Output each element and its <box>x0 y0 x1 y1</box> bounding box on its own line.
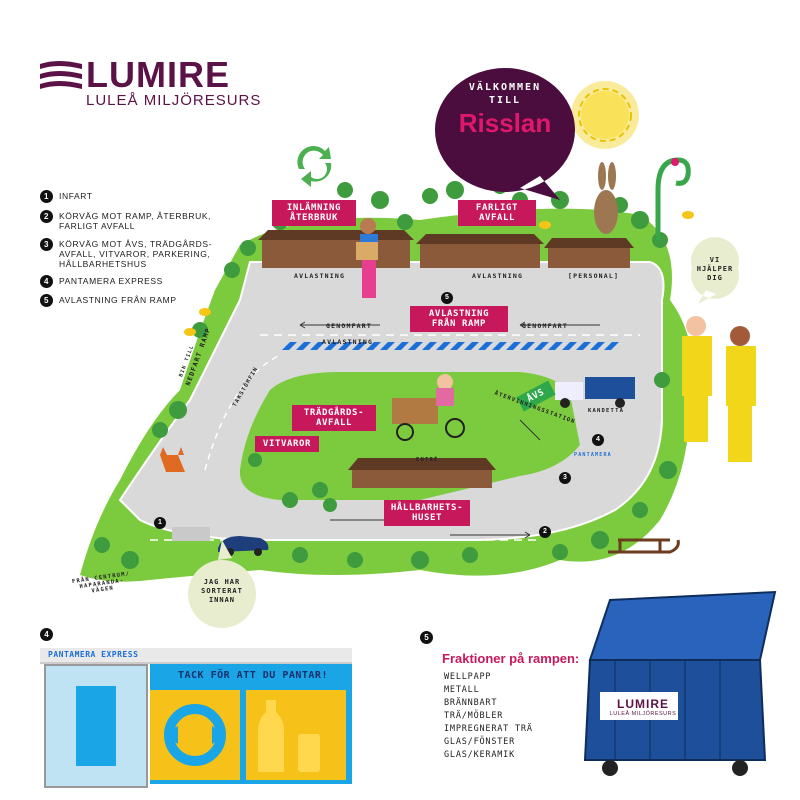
label-kandetta: KANDETTA <box>588 408 625 414</box>
label-entre: ENTRÉ <box>416 457 439 463</box>
fox-icon <box>160 447 185 472</box>
fraktion-item: METALL <box>444 685 480 695</box>
express-glass-door <box>44 664 148 788</box>
fraktion-item: GLAS/KERAMIK <box>444 750 516 760</box>
recycle-icon <box>297 146 332 187</box>
pill-farligt-avfall: FARLIGT AVFALL <box>458 200 536 226</box>
legend-item-4: 4 PANTAMERA EXPRESS <box>40 275 240 288</box>
express-panel-yellow-left <box>150 690 240 780</box>
sled-icon <box>608 538 680 554</box>
refresh-arrows-icon <box>164 704 226 766</box>
legend-item-3: 3 KÖRVÄG MOT ÅVS, TRÄDGÅRDS-AVFALL, VITVA… <box>40 238 240 269</box>
bottle-can-icon <box>258 700 320 772</box>
bee-icon <box>184 211 694 336</box>
fraktion-item: WELLPAPP <box>444 672 492 682</box>
legend-text: AVLASTNING FRÅN RAMP <box>59 295 177 305</box>
legend-text: INFART <box>59 191 93 201</box>
brand-subtitle: LULEÅ MILJÖRESURS <box>86 92 262 109</box>
map-number-1: 1 <box>158 519 162 526</box>
label-genomfart-left: GENOMFART <box>326 322 373 330</box>
jag-har-bubble <box>188 540 256 628</box>
label-avlastning-1: AVLASTNING <box>294 272 346 280</box>
legend-item-2: 2 KÖRVÄG MOT RAMP, ÅTERBRUK, FARLIGT AVFA… <box>40 210 240 231</box>
sustainability-house <box>348 458 496 488</box>
map-number-3: 3 <box>563 474 567 481</box>
container-brand: LUMIRE <box>617 697 669 711</box>
welcome-place: Risslan <box>458 108 552 138</box>
express-wall: TACK FÖR ATT DU PANTAR! <box>150 664 352 784</box>
fraktion-item: GLAS/FÖNSTER <box>444 737 516 747</box>
legend-number: 3 <box>40 238 53 251</box>
map-number-markers <box>154 292 604 538</box>
pill-hallbarhetshuset: HÅLLBARHETS-HUSET <box>384 500 470 526</box>
map-number-4: 4 <box>596 436 600 443</box>
express-number-text: 4 <box>40 628 53 641</box>
welcome-text: VÄLKOMMEN TILL Risslan <box>440 82 570 139</box>
legend-item-5: 5 AVLASTNING FRÅN RAMP <box>40 294 240 307</box>
label-avlastning-2: AVLASTNING <box>472 272 524 280</box>
legend-text: KÖRVÄG MOT RAMP, ÅTERBRUK, FARLIGT AVFAL… <box>59 211 212 231</box>
pill-inlamning-aterbruk: INLÄMNING ÅTERBRUK <box>272 200 356 226</box>
legend-number: 2 <box>40 210 53 223</box>
pill-avlastning-fran-ramp: AVLASTNING FRÅN RAMP <box>410 306 508 332</box>
welcome-line2: TILL <box>488 95 522 106</box>
label-personal: [PERSONAL] <box>568 272 620 280</box>
car-with-trailer-icon <box>172 527 269 556</box>
building-hazardous <box>416 234 544 268</box>
building-personal <box>544 238 634 268</box>
express-roof: PANTAMERA EXPRESS <box>40 648 352 664</box>
brand-name: LUMIRE <box>86 54 230 95</box>
vi-hjalper-text: VI HJÄLPER DIG <box>696 256 734 282</box>
container-label: LUMIRE LULEÅ MILJÖRESURS <box>606 697 680 718</box>
pantamera-express-panel: 4 PANTAMERA EXPRESS TACK FÖR ATT DU PANT… <box>40 628 352 790</box>
container-icon <box>583 590 777 776</box>
legend-number: 1 <box>40 190 53 203</box>
fraktioner-number-text: 5 <box>420 631 433 644</box>
pill-vitvaror: VITVAROR <box>255 436 319 452</box>
legend-number: 5 <box>40 294 53 307</box>
map-number-5: 5 <box>445 294 449 301</box>
container-truck-icon <box>555 377 635 408</box>
legend-number: 4 <box>40 275 53 288</box>
inner-grass <box>239 372 580 500</box>
welcome-bubble <box>435 68 575 200</box>
cargo-bike-icon <box>392 374 465 441</box>
express-thanks: TACK FÖR ATT DU PANTAR! <box>178 670 328 681</box>
map-number-2: 2 <box>543 528 547 535</box>
person-with-box-icon <box>356 218 378 298</box>
label-pantamera-small: PANTAMERA <box>574 452 612 458</box>
label-avlastning-mid: AVLASTNING <box>322 338 374 346</box>
legend-text: KÖRVÄG MOT ÅVS, TRÄDGÅRDS-AVFALL, VITVAR… <box>59 239 213 269</box>
welcome-line1: VÄLKOMMEN <box>468 82 542 93</box>
vi-hjalper-bubble <box>691 237 739 304</box>
legend-text: PANTAMERA EXPRESS <box>59 276 163 286</box>
swirl-plant-icon <box>655 157 691 240</box>
building-reuse <box>258 230 414 268</box>
legend-item-1: 1 INFART <box>40 190 240 203</box>
label-genomfart-right: GENOMFART <box>522 322 569 330</box>
fraktion-item: IMPREGNERAT TRÄ <box>444 724 533 734</box>
fraktioner-panel: 5 Fraktioner på rampen: WELLPAPP METALL … <box>420 590 780 795</box>
express-panel-yellow-right <box>246 690 346 780</box>
express-brand: PANTAMERA EXPRESS <box>48 650 139 659</box>
fraktioner-number: 5 <box>420 631 439 649</box>
fraktion-item: TRÄ/MÖBLER <box>444 711 504 721</box>
fraktioner-title: Fraktioner på rampen: <box>442 651 580 666</box>
lumire-logo-icon <box>40 61 82 89</box>
express-number: 4 <box>40 628 59 646</box>
fraktion-item: BRÄNNBART <box>444 698 498 708</box>
container-sub: LULEÅ MILJÖRESURS <box>609 711 677 717</box>
staff-workers-icon <box>682 316 756 462</box>
pill-tradgardsavfall: TRÄDGÅRDS-AVFALL <box>292 405 376 431</box>
sun-icon <box>571 81 639 149</box>
hare-icon <box>594 162 618 234</box>
fraktioner-list: WELLPAPP METALL BRÄNNBART TRÄ/MÖBLER IMP… <box>444 671 533 762</box>
jag-har-text: JAG HAR SORTERAT INNAN <box>201 578 243 604</box>
parking-bays <box>282 342 619 350</box>
express-machine <box>76 686 116 766</box>
